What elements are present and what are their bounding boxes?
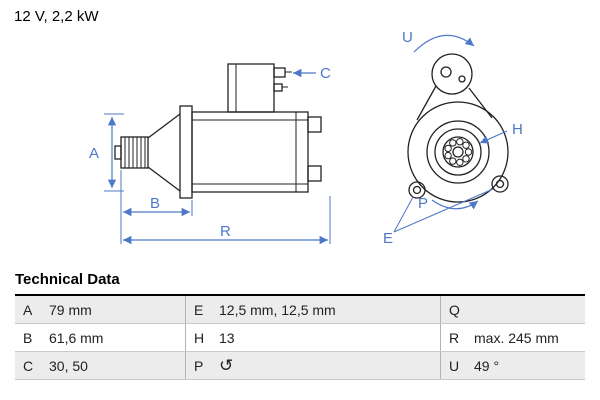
table-row: B 61,6 mm H 13 R max. 245 mm: [15, 324, 585, 352]
pinion-front: [442, 136, 474, 168]
cell-key-A: A: [23, 301, 33, 318]
dimension-u-arc: [413, 34, 475, 53]
technical-data-title: Technical Data: [15, 271, 120, 288]
pinion-gear: [120, 136, 149, 169]
cell-key-C: C: [23, 357, 34, 374]
end-view: [407, 53, 509, 203]
technical-data-section: Technical Data A 79 mm E 12,5 mm, 12,5 m…: [15, 271, 585, 380]
bearing-circle: [434, 128, 482, 176]
drive-end-cone: [147, 113, 181, 192]
lug-right: [491, 175, 509, 193]
cell-key-P: P: [185, 352, 215, 379]
dim-label-p: P: [418, 195, 428, 212]
lug-right-hole: [495, 179, 505, 189]
voltage-power-label: 12 V, 2,2 kW: [14, 8, 99, 25]
table-row: C 30, 50 P ↺ U 49 °: [15, 352, 585, 380]
dimension-labels: A B R C U H P E: [89, 29, 523, 247]
shaft-center: [452, 146, 464, 158]
cell-value-C: 30, 50: [49, 357, 88, 374]
technical-data-table: A 79 mm E 12,5 mm, 12,5 mm Q B 61,6 mm H…: [15, 294, 585, 380]
dim-label-a: A: [89, 145, 99, 162]
lug-left-hole: [412, 185, 422, 195]
terminal-studs: [282, 71, 292, 88]
dim-label-b: B: [150, 195, 160, 212]
rear-bolt-top: [307, 116, 322, 133]
dimension-p-arc: [431, 199, 479, 210]
motor-body: [191, 111, 309, 193]
shaft-tip: [114, 145, 122, 160]
pinion-teeth: [124, 137, 146, 168]
cell-key-B: B: [23, 329, 33, 346]
lug-left: [408, 181, 426, 199]
terminal-upper: [273, 67, 286, 78]
cell-value-A: 79 mm: [49, 301, 92, 318]
ear-connect-lines: [416, 85, 493, 121]
starter-motor-technical-drawing: A B R C U H P E: [89, 29, 523, 247]
cell-value-R: max. 245 mm: [474, 329, 559, 346]
dimension-h-leader: [479, 130, 508, 144]
terminal-lower: [273, 83, 283, 92]
dimension-lines: [104, 34, 508, 245]
pinion-front-teeth: [444, 138, 473, 167]
ear-hole-large: [440, 66, 452, 78]
cell-key-R: R: [440, 324, 470, 351]
cell-value-E: 12,5 mm, 12,5 mm: [219, 301, 336, 318]
side-view: [114, 63, 322, 199]
dimension-e-leaders: [393, 188, 494, 233]
cell-key-E: E: [185, 296, 215, 323]
dim-label-r: R: [220, 223, 231, 240]
rear-bolt-bottom: [307, 165, 322, 182]
cell-key-Q: Q: [440, 296, 470, 323]
dimension-r-extensions: [120, 196, 331, 244]
flange-inner-circle: [426, 120, 490, 184]
cell-value-H: 13: [219, 329, 235, 346]
ear-hole-small: [458, 75, 466, 83]
table-row: A 79 mm E 12,5 mm, 12,5 mm Q: [15, 296, 585, 324]
cell-value-U: 49 °: [474, 357, 500, 374]
dim-label-c: C: [320, 65, 331, 82]
dimension-b-extensions: [120, 170, 193, 216]
dim-label-e: E: [383, 230, 393, 247]
motor-body-detail: [192, 112, 308, 192]
dim-label-u: U: [402, 29, 413, 46]
cell-key-H: H: [185, 324, 215, 351]
solenoid: [227, 63, 275, 113]
cell-key-U: U: [440, 352, 470, 379]
cell-value-B: 61,6 mm: [49, 329, 104, 346]
rotation-direction-icon: ↺: [219, 357, 234, 374]
dim-label-h: H: [512, 121, 523, 138]
mounting-flange: [179, 105, 193, 199]
mounting-ear: [431, 53, 473, 95]
flange-outer-circle: [407, 101, 509, 203]
